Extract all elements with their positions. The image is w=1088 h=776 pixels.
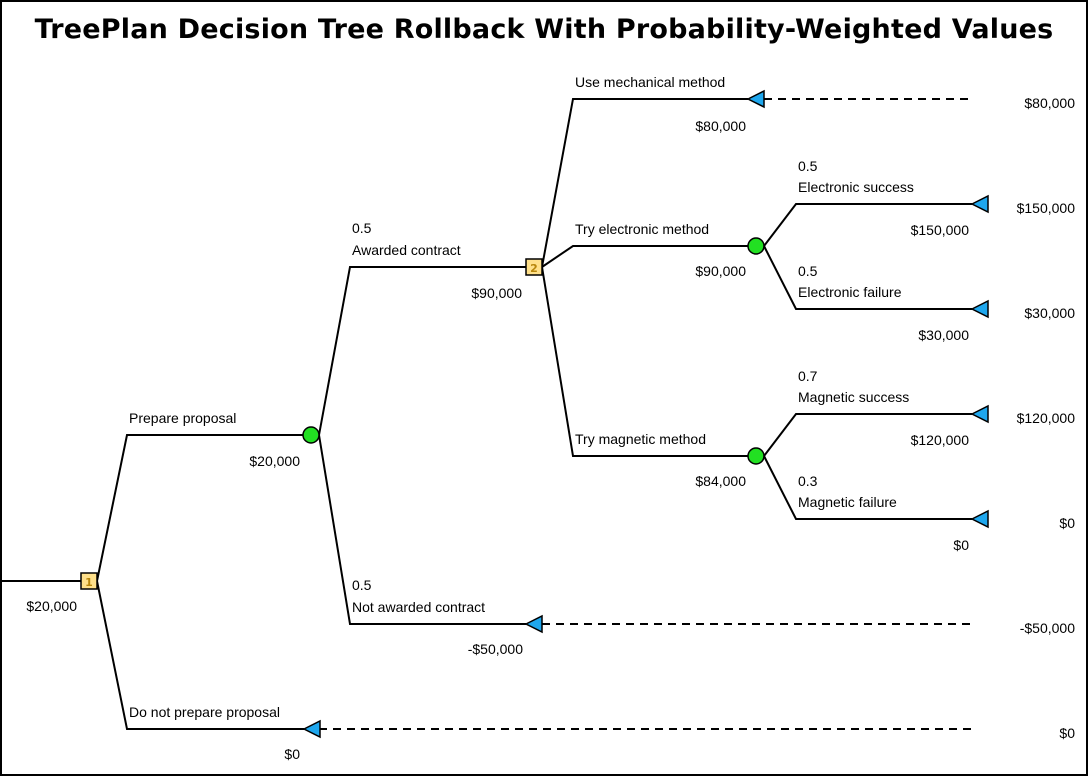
edge-not-awarded-contract	[318, 434, 526, 625]
terminal-node-magnetic-success[interactable]	[970, 404, 989, 424]
pruned-branch-lines	[319, 98, 972, 730]
payoff-not-awarded: -$50,000	[1020, 620, 1075, 636]
decision-node-2-number: 2	[530, 262, 538, 275]
chance-node-electronic[interactable]	[747, 237, 765, 255]
payoff-magnetic-failure: $0	[1059, 515, 1075, 531]
edge-do-not-prepare	[96, 580, 304, 730]
edge-magnetic-method	[541, 266, 748, 457]
chance-node-magnetic[interactable]	[747, 447, 765, 465]
payoff-mechanical: $80,000	[1024, 95, 1075, 111]
decision-node-1[interactable]	[80, 572, 98, 590]
payoff-do-not-prepare: $0	[1059, 725, 1075, 741]
branch-prob-magnetic-failure: 0.3	[798, 473, 818, 489]
payoff-electronic-failure: $30,000	[1024, 305, 1075, 321]
node-value-chance-electronic: $90,000	[695, 263, 746, 279]
terminal-node-do-not-prepare[interactable]	[302, 719, 321, 739]
branch-label-magnetic: Try magnetic method	[575, 431, 706, 447]
terminal-node-electronic-success[interactable]	[970, 194, 989, 214]
branch-label-magnetic-success: Magnetic success	[798, 389, 909, 405]
terminal-value-electronic-failure: $30,000	[918, 327, 969, 343]
branch-label-not-awarded: Not awarded contract	[352, 599, 485, 615]
diagram-title: TreePlan Decision Tree Rollback With Pro…	[34, 14, 1054, 45]
branch-prob-not-awarded: 0.5	[352, 577, 372, 593]
decision-node-2[interactable]	[525, 258, 543, 276]
edge-electronic-failure	[763, 245, 972, 310]
terminal-node-not-awarded[interactable]	[524, 614, 543, 634]
branch-label-electronic-success: Electronic success	[798, 179, 914, 195]
edge-prepare-proposal	[96, 434, 304, 582]
branch-label-electronic-failure: Electronic failure	[798, 284, 902, 300]
edge-mechanical-method	[541, 98, 748, 268]
node-value-decision-1: $20,000	[26, 598, 77, 614]
decision-node-1-number: 1	[85, 576, 93, 589]
branch-label-electronic: Try electronic method	[575, 221, 709, 237]
edge-awarded-contract	[318, 266, 526, 436]
terminal-value-mechanical: $80,000	[695, 118, 746, 134]
branch-prob-magnetic-success: 0.7	[798, 368, 818, 384]
node-value-chance-proposal: $20,000	[249, 453, 300, 469]
branch-prob-awarded: 0.5	[352, 220, 372, 236]
payoff-electronic-success: $150,000	[1017, 200, 1076, 216]
node-value-chance-magnetic: $84,000	[695, 473, 746, 489]
branch-label-mechanical: Use mechanical method	[575, 74, 725, 90]
branch-prob-electronic-failure: 0.5	[798, 263, 818, 279]
edge-electronic-success	[763, 203, 972, 247]
terminal-nodes	[302, 89, 989, 739]
terminal-node-magnetic-failure[interactable]	[970, 509, 989, 529]
terminal-value-do-not-prepare: $0	[284, 746, 300, 762]
branch-label-magnetic-failure: Magnetic failure	[798, 494, 897, 510]
edge-electronic-method	[541, 245, 748, 268]
terminal-value-magnetic-failure: $0	[953, 537, 969, 553]
terminal-value-magnetic-success: $120,000	[911, 432, 970, 448]
edge-magnetic-success	[763, 413, 972, 457]
terminal-value-electronic-success: $150,000	[911, 222, 970, 238]
edge-magnetic-failure	[763, 455, 972, 520]
branch-label-do-not-prepare: Do not prepare proposal	[129, 704, 280, 720]
branch-label-awarded: Awarded contract	[352, 242, 461, 258]
terminal-node-electronic-failure[interactable]	[970, 299, 989, 319]
branch-prob-electronic-success: 0.5	[798, 158, 818, 174]
terminal-value-not-awarded: -$50,000	[468, 641, 523, 657]
branch-label-prepare-proposal: Prepare proposal	[129, 410, 236, 426]
terminal-node-mechanical[interactable]	[746, 89, 765, 109]
payoff-magnetic-success: $120,000	[1017, 410, 1076, 426]
node-value-decision-2: $90,000	[471, 285, 522, 301]
chance-node-proposal[interactable]	[302, 426, 320, 444]
tree-edges	[2, 98, 972, 730]
